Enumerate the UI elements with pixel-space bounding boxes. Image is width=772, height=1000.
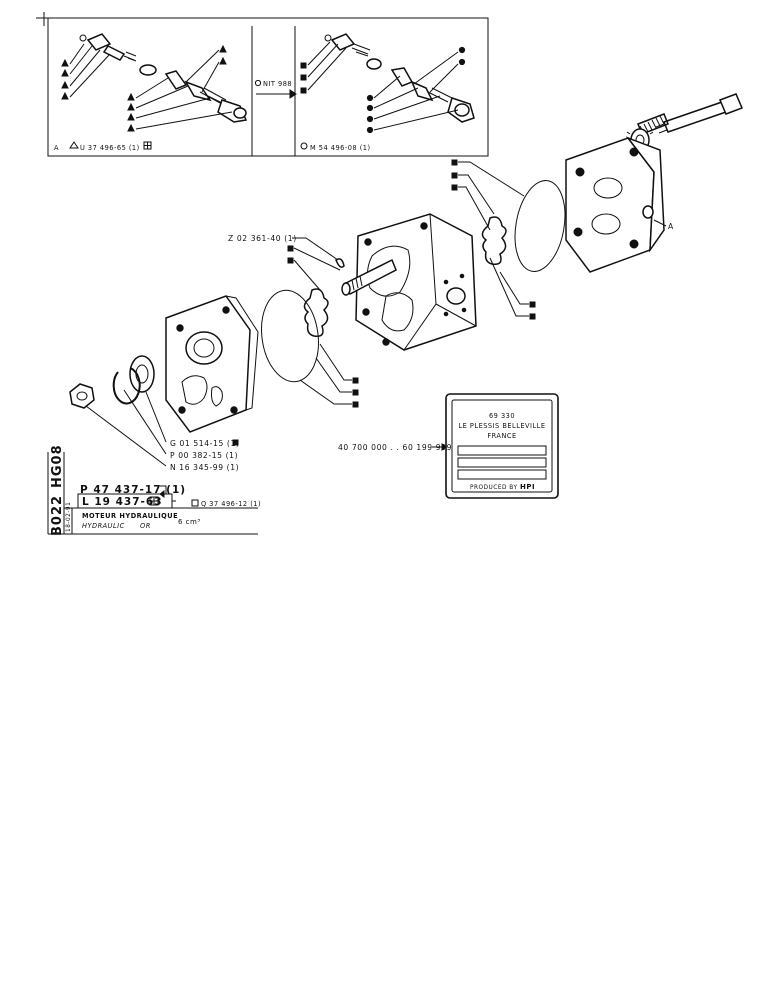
plate-brand: HPI xyxy=(520,483,535,491)
date: 18-02-91 xyxy=(66,502,72,532)
circlip-ref: P 00 382-15 (1) xyxy=(170,451,238,460)
pump-body xyxy=(355,213,477,351)
front-o-ring xyxy=(261,289,319,383)
front-seal-markers xyxy=(299,343,359,408)
plate-line3: FRANCE xyxy=(487,432,516,440)
inset-right-parts xyxy=(324,33,475,123)
nut-ref: N 16 345-99 (1) xyxy=(170,463,239,472)
inset-right-markers xyxy=(300,41,466,134)
key-ref: Z 02 361-40 (1) xyxy=(228,234,297,243)
displacement: 6 cm³ xyxy=(178,518,201,526)
plate-line2: LE PLESSIS BELLEVILLE xyxy=(458,422,545,430)
rear-seal-markers xyxy=(451,159,536,320)
inset-left-markers xyxy=(61,43,233,132)
through-bolt xyxy=(637,93,743,135)
code-top: HG08 xyxy=(50,444,65,488)
shaft-key xyxy=(335,258,345,268)
inset-left-ref: U 37 496-65 (1) xyxy=(80,144,140,152)
code-bottom: B022 xyxy=(50,495,65,536)
desc-fr: MOTEUR HYDRAULIQUE xyxy=(82,512,178,520)
desc-en: HYDRAULIC xyxy=(82,522,125,530)
circlip xyxy=(112,367,141,405)
inset-left-parts xyxy=(79,33,248,123)
rear-cover xyxy=(565,136,665,273)
plate-produced: PRODUCED BY xyxy=(470,485,518,491)
port-marker: A xyxy=(668,222,674,231)
ref-3: Q 37 496-12 (1) xyxy=(201,500,261,508)
lower-leaders xyxy=(85,389,167,467)
desc-en-suffix: OR xyxy=(140,522,151,530)
plate-serial: 40 700 000 . . 60 199 999 xyxy=(338,443,452,452)
rear-o-ring xyxy=(514,180,566,272)
title-block: HG08 B022 18-02-91 P 47 437-17 (1) L 19 … xyxy=(47,444,261,536)
drive-shaft xyxy=(341,258,397,296)
inset-note: NIT 988 xyxy=(263,80,292,88)
front-seal xyxy=(303,288,329,338)
nameplate: 69 330 LE PLESSIS BELLEVILLE FRANCE PROD… xyxy=(445,393,559,499)
ref-1: P 47 437-17 (1) xyxy=(80,484,186,496)
inset-left-marker: A xyxy=(54,144,59,152)
shaft-seal-ring xyxy=(129,355,155,393)
plate-line1: 69 330 xyxy=(489,412,515,420)
ring-ref: G 01 514-15 (1) xyxy=(170,439,239,448)
inset-box: NIT 988 xyxy=(36,12,489,157)
ref-2: L 19 437-63 xyxy=(82,496,163,508)
nut xyxy=(69,383,95,409)
rear-seal xyxy=(481,216,507,266)
front-flange xyxy=(165,295,259,433)
inset-right-ref: M 54 496-08 (1) xyxy=(310,144,371,152)
